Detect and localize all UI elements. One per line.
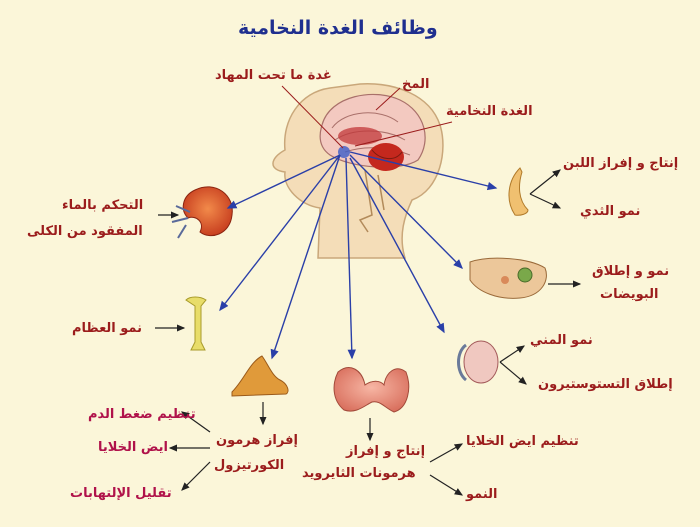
head-illustration: [272, 83, 444, 259]
effect-arrows: [155, 169, 582, 496]
bone-image: [185, 296, 207, 351]
label-kidney-line2: المفقود من الكلى: [27, 224, 143, 239]
diagram-title: وظائف الغدة النخامية: [238, 17, 438, 39]
label-ovary-line1: نمو و إطلاق: [592, 264, 670, 279]
ovary-image: [469, 257, 547, 299]
label-blood-pressure: تنظيم ضغط الدم: [88, 407, 196, 422]
testis-image: [457, 340, 499, 384]
label-hypothalamus: غدة ما تحت المهاد: [215, 68, 332, 83]
label-thyroid-line1: إنتاج و إفراز: [346, 444, 426, 459]
label-cortisol-line2: الكورتيزول: [214, 458, 285, 473]
label-testosterone: إطلاق التستوستيرون: [538, 377, 673, 392]
label-kidney-line1: التحكم بالماء: [62, 198, 144, 213]
label-adrenal-metabolism: ايض الخلايا: [98, 440, 168, 455]
label-cortisol-line1: إفراز هرمون: [216, 433, 298, 448]
pointer-lines: [281, 85, 453, 149]
label-sperm-growth: نمو المني: [530, 333, 593, 348]
label-brain: المخ: [402, 77, 430, 92]
label-reduce-inflammation: تقليل الإلتهابات: [70, 486, 172, 501]
label-growth: النمو: [466, 487, 498, 502]
label-ovary-line2: البويضات: [600, 287, 659, 302]
label-breast-growth: نمو الثدي: [580, 204, 641, 219]
pituitary-arrows: [219, 151, 498, 360]
adrenal-gland-image: [231, 355, 289, 397]
kidney-image: [171, 186, 233, 239]
label-thyroid-metabolism: تنظيم ايض الخلايا: [466, 434, 579, 449]
label-thyroid-line2: هرمونات الثايرويد: [302, 466, 416, 481]
label-milk-production: إنتاج و إفراز اللبن: [563, 156, 679, 171]
breast-image: [508, 167, 529, 216]
label-bone-growth: نمو العظام: [72, 321, 143, 336]
label-pituitary: الغدة النخامية: [446, 104, 533, 119]
thyroid-image: [333, 367, 410, 413]
